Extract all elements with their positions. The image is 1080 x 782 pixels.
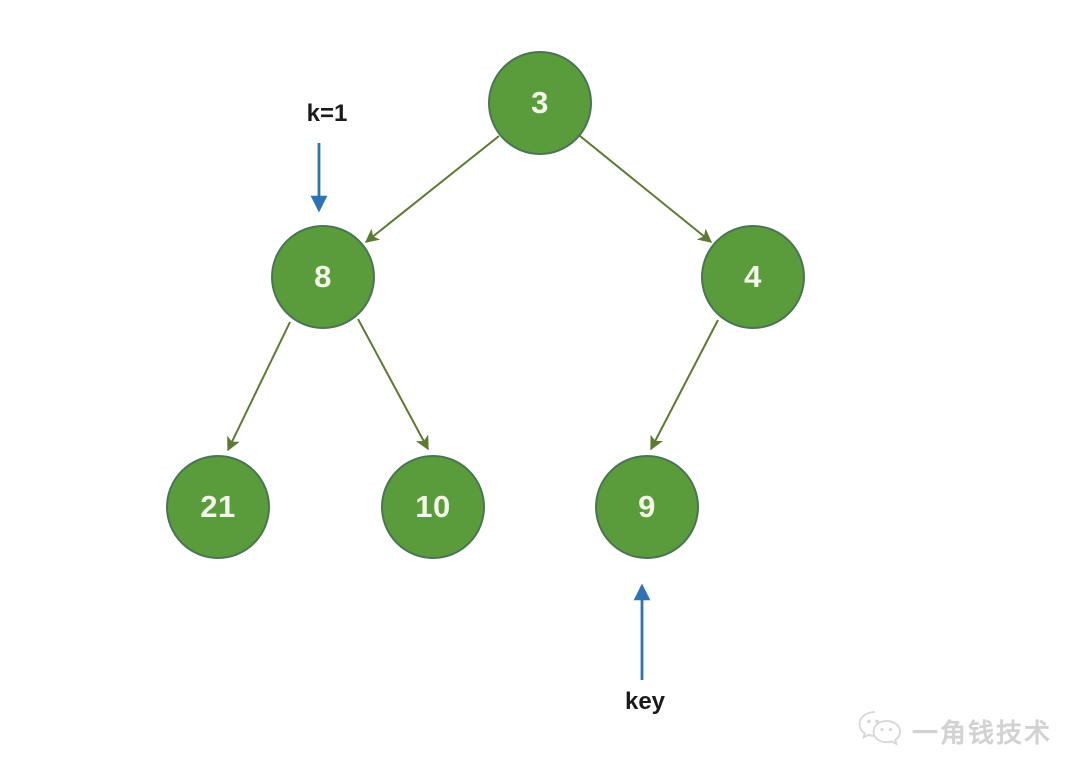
tree-node-right: 4 <box>701 225 805 329</box>
node-value: 3 <box>531 85 549 120</box>
edge-3-to-4 <box>579 135 713 243</box>
tree-node-left: 8 <box>271 225 375 329</box>
edge-3-to-8 <box>364 135 500 243</box>
tree-node-left-left: 21 <box>166 455 270 559</box>
k-annotation-label: k=1 <box>306 100 348 127</box>
edge-8-to-10 <box>357 318 429 451</box>
tree-node-root: 3 <box>488 51 592 155</box>
edge-8-to-21 <box>227 321 291 452</box>
edge-4-to-9 <box>650 319 719 451</box>
key-annotation-label: key <box>624 688 666 715</box>
node-value: 10 <box>415 489 451 524</box>
watermark: 一角钱技术 <box>856 708 1052 754</box>
watermark-text: 一角钱技术 <box>912 717 1053 748</box>
node-value: 21 <box>200 489 236 524</box>
tree-node-right-left: 9 <box>595 455 699 559</box>
node-value: 9 <box>638 489 656 524</box>
wechat-bubbles-icon <box>858 711 901 746</box>
tree-node-left-right: 10 <box>381 455 485 559</box>
node-value: 4 <box>744 259 762 294</box>
node-value: 8 <box>314 259 332 294</box>
